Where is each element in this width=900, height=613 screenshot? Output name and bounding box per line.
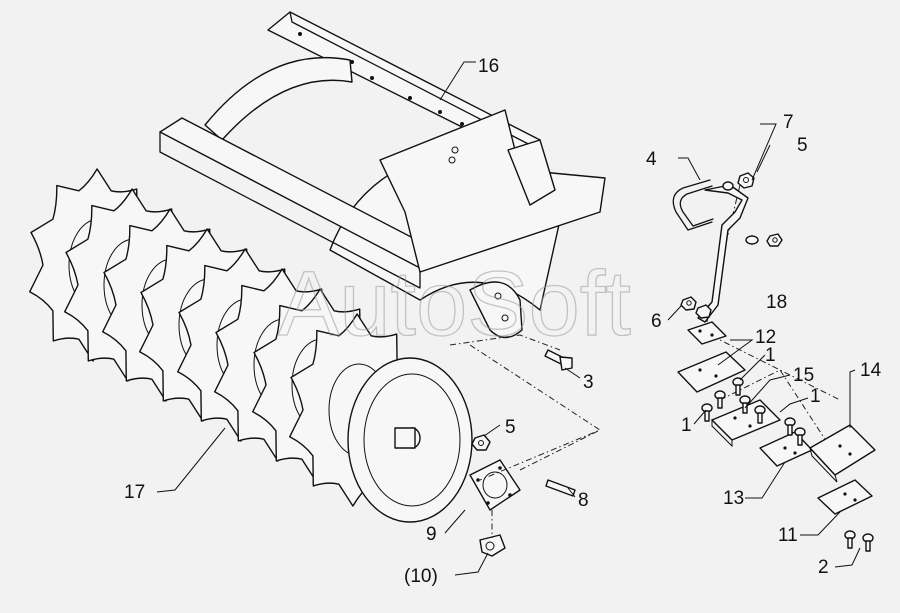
grease-nipple xyxy=(479,534,506,557)
leader-lines xyxy=(156,61,861,576)
callout-7: 7 xyxy=(783,112,794,133)
callout-18: 18 xyxy=(766,292,787,313)
callout-1-right: 1 xyxy=(810,386,821,407)
plate-12 xyxy=(677,351,746,393)
callout-6: 6 xyxy=(651,311,662,332)
carriage-bolt-shank xyxy=(704,410,710,422)
bearing-flange xyxy=(469,459,521,511)
plate-14 xyxy=(809,424,876,476)
frame-assembly xyxy=(159,11,606,339)
callout-9: 9 xyxy=(426,524,437,545)
callout-8: 8 xyxy=(578,490,589,511)
callout-17: 17 xyxy=(124,482,145,503)
callout-13: 13 xyxy=(723,488,744,509)
callout-labels: 16 17 3 5 8 9 (10) 4 7 5 6 18 12 1 1 15 … xyxy=(124,56,882,587)
callout-10: (10) xyxy=(404,566,438,587)
callout-5-washer: 5 xyxy=(797,135,808,156)
pin xyxy=(545,479,576,497)
carriage-bolt-shank xyxy=(865,540,871,552)
bearing-group xyxy=(469,349,576,557)
callout-11: 11 xyxy=(778,525,798,546)
callout-3: 3 xyxy=(583,372,594,393)
scraper-bar xyxy=(697,184,749,323)
carriage-bolt-shank xyxy=(717,397,723,409)
callout-12: 12 xyxy=(755,327,776,348)
callout-4: 4 xyxy=(646,149,657,170)
callout-1-top: 1 xyxy=(765,345,776,366)
carriage-bolt-shank xyxy=(735,384,741,396)
u-bolt xyxy=(672,179,713,231)
plate-11 xyxy=(817,479,873,515)
callout-14: 14 xyxy=(860,360,882,381)
scraper-bracket-group xyxy=(672,172,783,345)
carriage-bolt-shank xyxy=(797,434,803,446)
nut xyxy=(471,434,491,451)
carriage-bolt-shank xyxy=(757,412,763,424)
carriage-bolt-shank xyxy=(787,424,793,436)
callout-5-nut: 5 xyxy=(505,417,516,438)
callout-1-left: 1 xyxy=(681,415,692,436)
rotor-assembly xyxy=(29,168,473,523)
carriage-bolt-shank xyxy=(847,537,853,549)
callout-15: 15 xyxy=(793,365,814,386)
watermark: AutoSoft xyxy=(278,253,631,355)
callout-16: 16 xyxy=(478,56,499,77)
scraper-plates-group xyxy=(677,351,876,552)
callout-2: 2 xyxy=(818,557,829,578)
